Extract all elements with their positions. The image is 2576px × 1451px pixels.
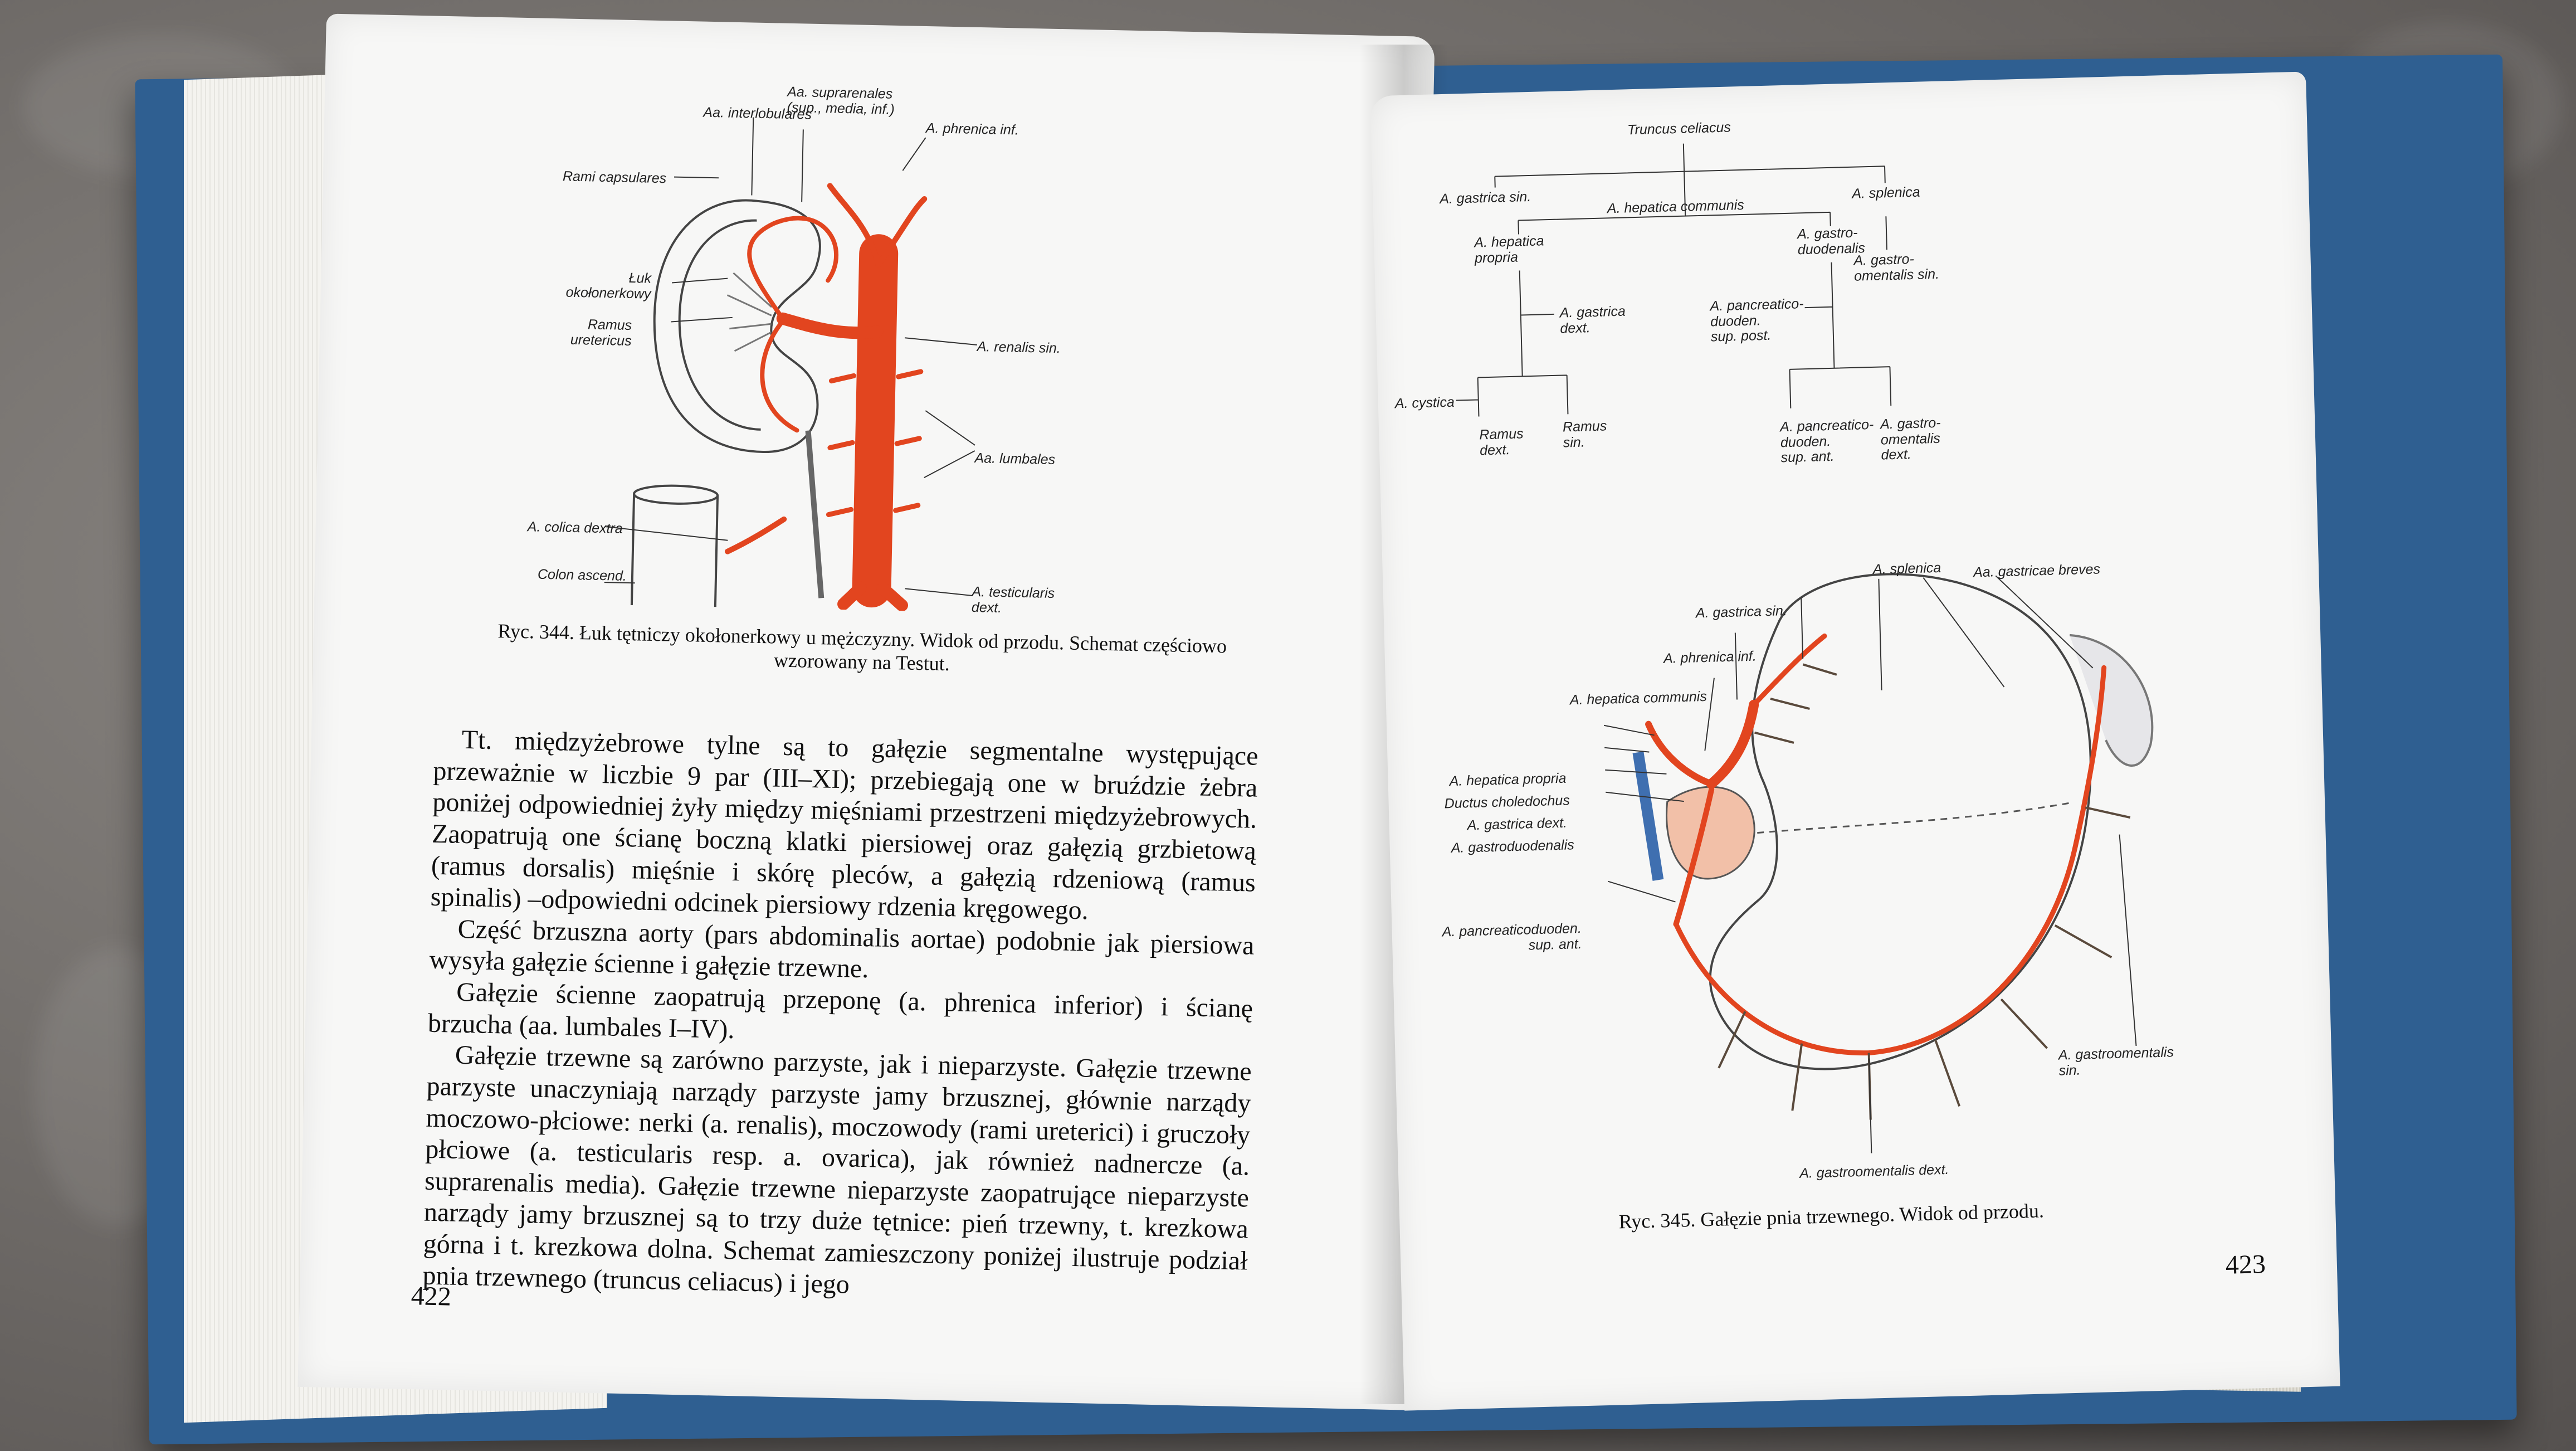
label-rami-capsulares: Rami capsulares: [562, 168, 667, 187]
label-ramus-uretericus: Ramus uretericus: [570, 317, 632, 349]
label-a-gastrica-dext: A. gastrica dext.: [1467, 815, 1568, 834]
left-page-body-text: Tt. międzyżebrowe tylne są to gałęzie se…: [422, 724, 1258, 1309]
diagram-a-hepatica-propria: A. hepatica propria: [1474, 233, 1544, 266]
label-a-renalis-sin: A. renalis sin.: [977, 339, 1061, 357]
label-a-phrenica-inf: A. phrenica inf.: [925, 120, 1019, 138]
label-a-gastroomentalis-dext: A. gastroomentalis dext.: [1799, 1161, 1949, 1181]
diagram-a-gastrica-sin: A. gastrica sin.: [1439, 188, 1531, 207]
figure-344-caption: Ryc. 344. Łuk tętniczy okołonerkowy u mę…: [497, 620, 1227, 675]
label-a-gastrica-sin: A. gastrica sin.: [1695, 603, 1788, 621]
right-page: Truncus celiacus A. gastrica sin. A. hep…: [1370, 71, 2340, 1411]
label-aa-suprarenales: Aa. suprarenales (sup., media, inf.): [787, 84, 895, 118]
figure-345-caption: Ryc. 345. Gałęzie pnia trzewnego. Widok …: [1618, 1199, 2045, 1233]
label-a-hepatica-propria: A. hepatica propria: [1449, 770, 1567, 790]
diagram-truncus-celiacus: Truncus celiacus: [1627, 119, 1731, 138]
label-aa-lumbales: Aa. lumbales: [974, 450, 1056, 468]
label-ductus-choledochus: Ductus choledochus: [1444, 792, 1570, 812]
page-number-left: 422: [411, 1281, 452, 1312]
diagram-a-gastroomentalis-sin: A. gastro- omentalis sin.: [1853, 251, 1940, 284]
paragraph: Gałęzie trzewne są zarówno parzyste, jak…: [422, 1040, 1252, 1299]
figure-344-illustration: [604, 117, 977, 612]
paragraph: Tt. międzyżebrowe tylne są to gałęzie se…: [430, 724, 1259, 926]
diagram-a-splenica: A. splenica: [1851, 184, 1920, 202]
diagram-a-cystica: A. cystica: [1394, 394, 1455, 412]
diagram-a-gastrica-dext: A. gastrica dext.: [1559, 303, 1626, 337]
label-a-splenica: A. splenica: [1872, 559, 1941, 578]
page-number-right: 423: [2225, 1249, 2266, 1280]
left-page: Aa. interlobulares Aa. suprarenales (sup…: [297, 13, 1435, 1410]
label-a-testicularis-dext: A. testicularis dext.: [971, 583, 1055, 616]
label-luk-okolonerkowy: Łuk okołonerkowy: [565, 270, 652, 302]
diagram-ramus-sin: Ramus sin.: [1562, 418, 1607, 451]
diagram-a-pancreatico-post: A. pancreatico- duoden. sup. post.: [1710, 296, 1804, 345]
label-colon-ascend: Colon ascend.: [537, 566, 627, 584]
label-a-phrenica-inf: A. phrenica inf.: [1663, 648, 1757, 666]
label-a-pancreaticoduoden: A. pancreaticoduoden. sup. ant.: [1442, 920, 1582, 953]
diagram-ramus-dext: Ramus dext.: [1479, 426, 1524, 458]
diagram-a-gastroomentalis-dext: A. gastro- omentalis dext.: [1880, 415, 1941, 463]
label-a-colica-dextra: A. colica dextra: [527, 519, 623, 537]
label-a-gastroomentalis-sin: A. gastroomentalis sin.: [2058, 1044, 2174, 1079]
celiac-trunk-diagram: [1456, 143, 1892, 417]
label-a-gastroduodenalis: A. gastroduodenalis: [1451, 837, 1575, 856]
figure-345-illustration: [1603, 573, 2154, 1153]
diagram-a-pancreatico-ant: A. pancreatico- duoden. sup. ant.: [1779, 416, 1874, 466]
